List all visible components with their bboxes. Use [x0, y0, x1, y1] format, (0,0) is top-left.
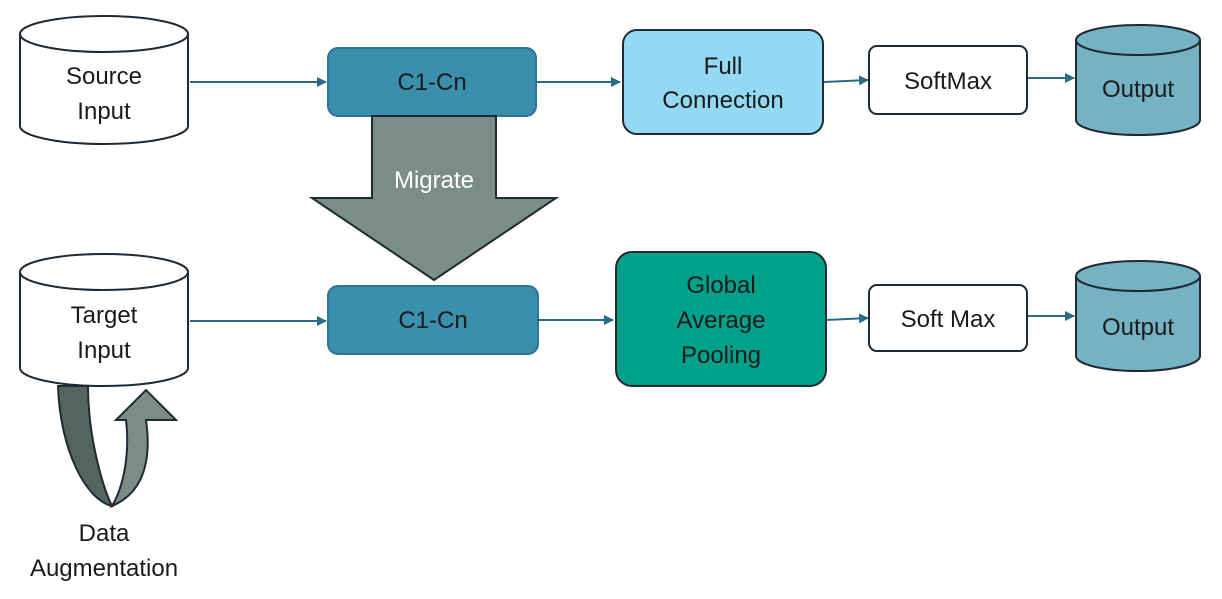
gap-label-3: Pooling	[681, 342, 761, 369]
migrate-label: Migrate	[394, 167, 474, 194]
output-top-label: Output	[1102, 76, 1174, 103]
target-input-label-1: Target	[71, 302, 138, 329]
source-input-label-1: Source	[66, 63, 142, 90]
global-average-pooling-block: Global Average Pooling	[615, 251, 827, 387]
softmax-block-bottom: Soft Max	[868, 284, 1028, 352]
softmax-block-top: SoftMax	[868, 45, 1028, 115]
migrate-arrow: Migrate	[308, 115, 560, 282]
target-input-cylinder: Target Input	[19, 253, 189, 387]
gap-label-1: Global	[686, 272, 755, 299]
conv-block-bottom: C1-Cn	[327, 285, 539, 355]
output-cylinder-top: Output	[1075, 24, 1201, 136]
target-input-label-2: Input	[77, 337, 131, 364]
gap-label-2: Average	[677, 307, 766, 334]
full-connection-block: Full Connection	[622, 29, 824, 135]
conv-block-top: C1-Cn	[327, 47, 537, 117]
data-augmentation-loop	[56, 385, 179, 509]
conv-bottom-label: C1-Cn	[398, 307, 467, 334]
full-connection-label-1: Full	[704, 53, 743, 80]
softmax-top-label: SoftMax	[904, 68, 992, 95]
output-cylinder-bottom: Output	[1075, 260, 1201, 372]
source-input-cylinder: Source Input	[19, 15, 189, 145]
softmax-bottom-label: Soft Max	[901, 306, 996, 333]
connector-fc-to-softmax	[823, 75, 869, 86]
full-connection-label-2: Connection	[662, 87, 783, 114]
data-augmentation-label-2: Augmentation	[30, 555, 178, 582]
conv-top-label: C1-Cn	[397, 69, 466, 96]
data-augmentation-label-1: Data	[79, 520, 130, 547]
output-bottom-label: Output	[1102, 314, 1174, 341]
connector-gap-to-softmax	[825, 313, 869, 324]
source-input-label-2: Input	[77, 98, 131, 125]
